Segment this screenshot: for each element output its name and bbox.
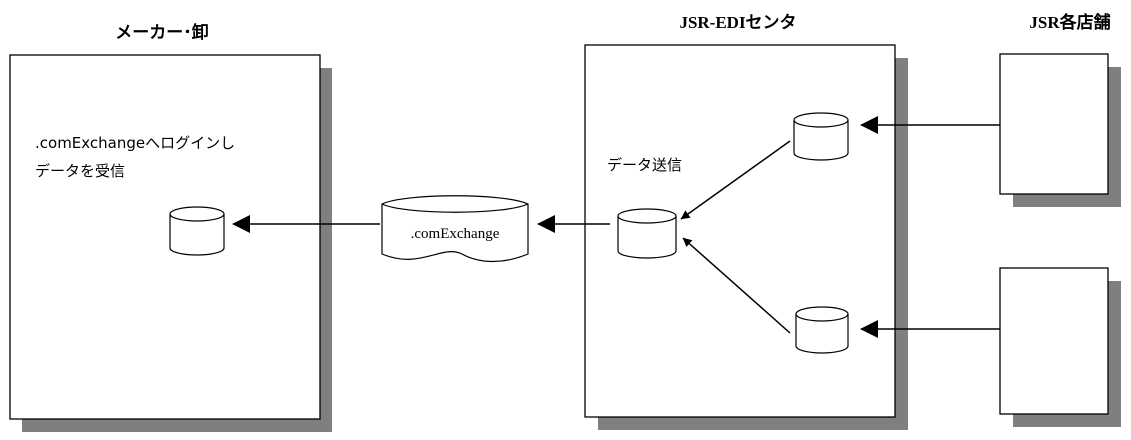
comexchange-label: .comExchange <box>411 226 500 242</box>
store2-database-icon <box>795 306 849 354</box>
maker-title: メーカー･卸 <box>115 22 209 43</box>
store-box-2 <box>999 267 1121 427</box>
maker-note-line1: .comExchangeへログインし <box>35 134 235 152</box>
arrow-store1db-to-center <box>680 140 791 220</box>
maker-box <box>9 54 332 432</box>
center-title: JSR-EDIセンタ <box>679 13 796 32</box>
center-database-icon <box>617 208 677 259</box>
store-box-1 <box>999 53 1121 207</box>
comexchange-storage-icon <box>381 195 529 263</box>
center-note: データ送信 <box>607 156 682 174</box>
maker-database-icon <box>169 206 225 256</box>
stores-title: JSR各店舗 <box>1029 12 1110 32</box>
arrow-store2db-to-center <box>682 237 791 334</box>
center-box <box>584 44 908 430</box>
maker-note-line2: データを受信 <box>35 162 125 180</box>
store1-database-icon <box>793 112 849 161</box>
